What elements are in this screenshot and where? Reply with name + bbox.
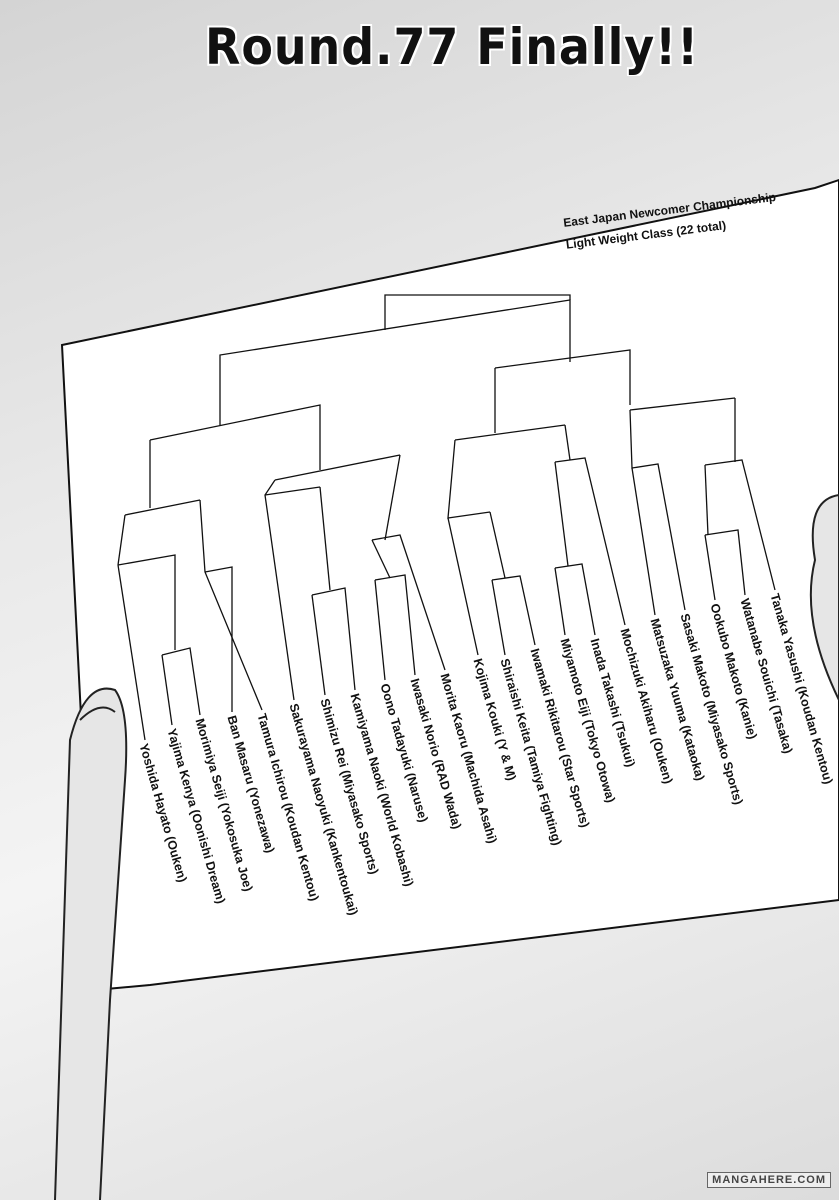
watermark: MANGAHERE.COM (707, 1172, 831, 1188)
hand-left (54, 687, 128, 1200)
bracket-lines (117, 294, 776, 741)
chapter-title: Round.77 Finally!! (205, 18, 699, 76)
hand-right (809, 493, 839, 701)
